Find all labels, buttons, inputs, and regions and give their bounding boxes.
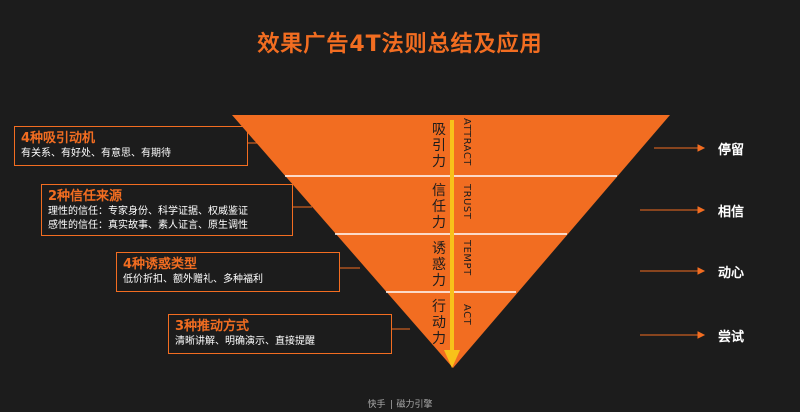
box-text: 理性的信任：专家身份、科学证据、权威鉴证 xyxy=(48,206,248,217)
footer-divider xyxy=(390,400,392,409)
box-text: 清晰讲解、明确演示、直接提醒 xyxy=(175,336,315,347)
outcome-label: 动心 xyxy=(718,266,745,281)
box-heading: 4种诱惑类型 xyxy=(123,257,198,272)
layer-en-label: TEMPT xyxy=(461,240,472,276)
layer-cn-label: 行动力 xyxy=(432,299,446,347)
outcome-label: 相信 xyxy=(718,205,745,220)
page-title: 效果广告4T法则总结及应用 xyxy=(257,32,543,57)
outcome-label: 停留 xyxy=(718,143,745,158)
outcome-arrow-head xyxy=(697,331,706,339)
info-box-attract: 4种吸引动机 有关系、有好处、有意思、有期待 xyxy=(14,126,248,166)
box-heading: 2种信任来源 xyxy=(48,189,123,204)
info-box-act: 3种推动方式 清晰讲解、明确演示、直接提醒 xyxy=(168,314,392,354)
layer-en-label: TRUST xyxy=(461,184,472,220)
layer-en-label: ACT xyxy=(461,304,472,326)
box-heading: 3种推动方式 xyxy=(175,319,250,334)
layer-cn-label: 吸引力 xyxy=(432,122,446,170)
info-box-trust: 2种信任来源 理性的信任：专家身份、科学证据、权威鉴证 感性的信任：真实故事、素… xyxy=(41,184,293,236)
layer-cn-label: 信任力 xyxy=(432,183,446,231)
info-box-tempt: 4种诱惑类型 低价折扣、额外赠礼、多种福利 xyxy=(116,252,340,292)
footer-logos: 快手磁力引擎 xyxy=(0,397,800,410)
layer-en-label: ATTRACT xyxy=(461,118,472,166)
outcome-arrow-head xyxy=(697,267,706,275)
center-arrow-head xyxy=(444,350,460,368)
brand-logo-2: 磁力引擎 xyxy=(396,400,433,410)
box-text: 有关系、有好处、有意思、有期待 xyxy=(21,148,171,159)
box-heading: 4种吸引动机 xyxy=(21,131,96,146)
outcome-arrow-head xyxy=(697,206,706,214)
brand-logo-1: 快手 xyxy=(367,400,386,410)
box-text: 低价折扣、额外赠礼、多种福利 xyxy=(123,274,263,285)
outcome-arrow-head xyxy=(697,144,706,152)
box-text: 感性的信任：真实故事、素人证言、原生调性 xyxy=(48,220,248,231)
layer-cn-label: 诱惑力 xyxy=(432,241,446,289)
outcome-label: 尝试 xyxy=(718,330,745,345)
